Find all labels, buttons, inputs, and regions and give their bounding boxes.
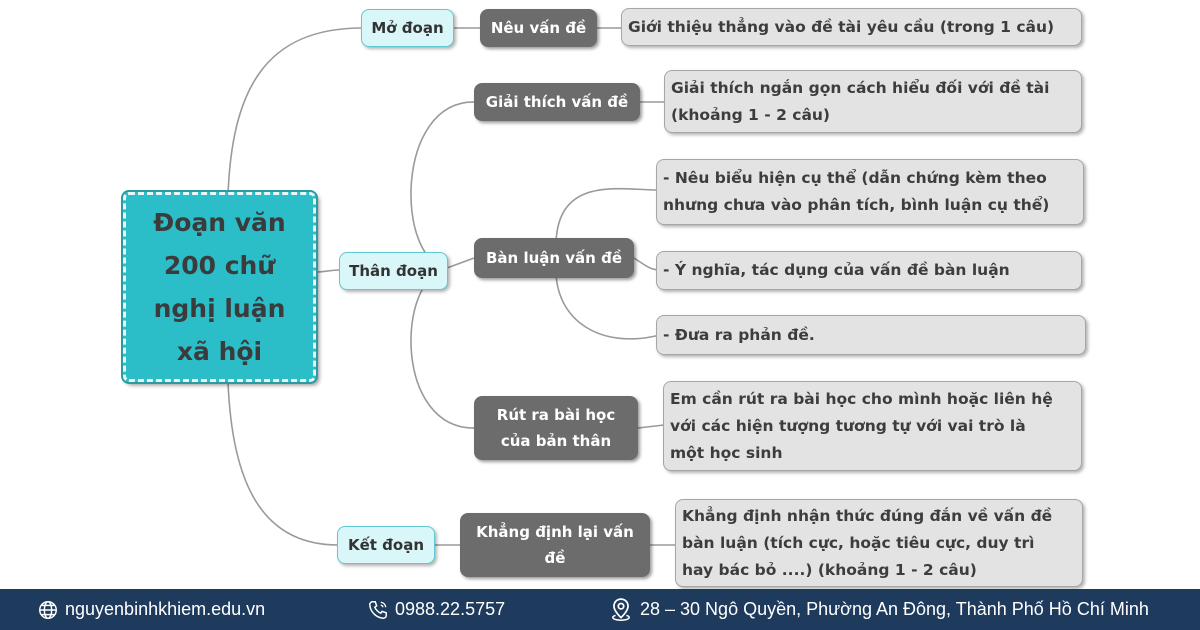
footer-address: 28 – 30 Ngô Quyền, Phường An Đông, Thành… [608,589,1149,630]
node-label-line: của bản thân [500,432,612,450]
central-line: 200 chữ [163,251,276,280]
node-giai-thich-van-de: Giải thích vấn đề [474,83,640,121]
detail-line: Giải thích ngắn gọn cách hiểu đối với đề… [671,78,1050,97]
footer-website[interactable]: nguyenbinhkhiem.edu.vn [37,589,265,630]
connector-than-doan-ban-luan [446,257,475,269]
detail-mo-doan: Giới thiệu thẳng vào đề tài yêu cầu (tro… [621,8,1082,46]
detail-ban-luan-phan-de: - Đưa ra phản đề. [656,315,1086,355]
footer-phone[interactable]: 0988.22.5757 [367,589,505,630]
address-text: 28 – 30 Ngô Quyền, Phường An Đông, Thành… [640,599,1149,619]
central-line: nghị luận [153,294,286,323]
node-label: Nêu vấn đề [490,19,587,37]
footer-bar: nguyenbinhkhiem.edu.vn 0988.22.5757 28 –… [0,589,1200,630]
node-mo-doan: Mở đoạn [361,9,454,47]
connector-central-mo-doan [227,27,363,196]
central-topic: Đoạn văn 200 chữ nghị luận xã hội [121,190,318,384]
node-label-line: đề [544,549,566,567]
detail-giai-thich: Giải thích ngắn gọn cách hiểu đối với đề… [664,70,1082,133]
connector-than-doan-rut-ra [410,267,476,429]
node-than-doan: Thân đoạn [339,252,448,290]
central-line: xã hội [176,337,263,366]
detail-line: bàn luận (tích cực, hoặc tiêu cực, duy t… [682,533,1035,552]
phone-icon [369,600,387,619]
node-label: Kết đoạn [347,536,425,554]
phone-text: 0988.22.5757 [395,599,506,619]
detail-line: Em cần rút ra bài học cho mình hoặc liên… [670,389,1053,408]
detail-line: (khoảng 1 - 2 câu) [671,105,831,124]
detail-line: - Đưa ra phản đề. [663,325,815,344]
detail-line: hay bác bỏ ....) (khoảng 1 - 2 câu) [682,560,977,579]
detail-line: - Ý nghĩa, tác dụng của vấn đề bàn luận [663,261,1010,279]
node-rut-ra-bai-hoc: Rút ra bài học của bản thân [474,396,638,460]
node-label: Thân đoạn [349,262,438,280]
globe-icon [39,600,57,619]
detail-line: Khẳng định nhận thức đúng đắn về vấn đề [682,506,1053,525]
detail-line: Giới thiệu thẳng vào đề tài yêu cầu (tro… [628,17,1055,36]
connector-central-ket-doan [227,381,339,546]
node-label: Bàn luận vấn đề [485,249,622,267]
node-label-line: Rút ra bài học [496,406,616,424]
connector-ban-luan-detail-a [555,187,659,247]
node-ban-luan-van-de: Bàn luận vấn đề [474,238,634,278]
connector-than-doan-giai-thich [410,101,476,269]
node-label-line: Khẳng định lại vấn [476,523,634,541]
detail-line: - Nêu biểu hiện cụ thể (dẫn chứng kèm th… [663,169,1047,187]
detail-line: một học sinh [670,443,783,462]
detail-ket-doan: Khẳng định nhận thức đúng đắn về vấn đề … [675,499,1083,587]
node-neu-van-de: Nêu vấn đề [480,9,597,47]
node-label: Mở đoạn [371,19,444,37]
detail-line: nhưng chưa vào phân tích, bình luận cụ t… [663,196,1050,214]
node-ket-doan: Kết đoạn [337,526,435,564]
detail-ban-luan-bieu-hien: - Nêu biểu hiện cụ thể (dẫn chứng kèm th… [656,159,1084,225]
connector-ban-luan-detail-c [555,269,661,340]
detail-rut-ra-bai-hoc: Em cần rút ra bài học cho mình hoặc liên… [663,381,1082,471]
node-label: Giải thích vấn đề [485,93,629,111]
connector-rut-ra-detail [637,424,665,429]
detail-line: với các hiện tượng tương tự với vai trò … [670,416,1026,435]
location-pin-icon [612,597,630,621]
node-khang-dinh-lai: Khẳng định lại vấn đề [460,513,650,577]
detail-ban-luan-y-nghia: - Ý nghĩa, tác dụng của vấn đề bàn luận [656,251,1082,290]
central-line: Đoạn văn [153,208,286,237]
connector-central-than-doan [315,269,341,273]
website-text: nguyenbinhkhiem.edu.vn [65,599,266,619]
